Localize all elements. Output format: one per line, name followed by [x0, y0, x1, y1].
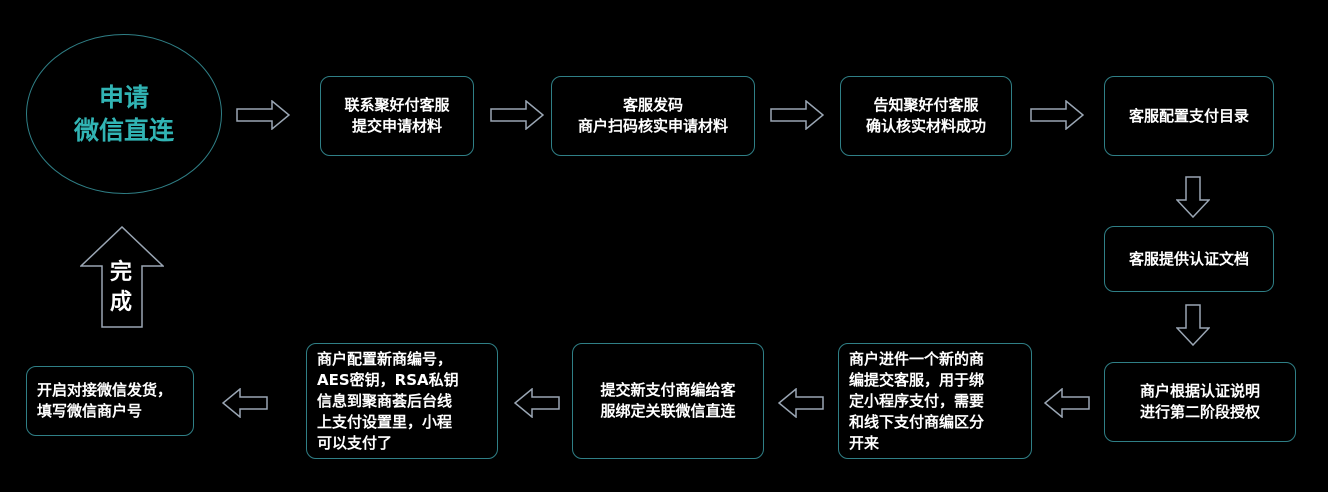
step-6-box: 商户根据认证说明 进行第二阶段授权: [1104, 362, 1296, 442]
arrow-left-icon: [514, 388, 560, 418]
step-8-line1: 提交新支付商编给客: [600, 381, 736, 399]
arrow-up-icon: [80, 226, 164, 328]
step-8-line2: 服绑定关联微信直连: [600, 402, 736, 420]
step-5-box: 客服提供认证文档: [1104, 226, 1274, 292]
step-4-box: 客服配置支付目录: [1104, 76, 1274, 156]
start-label-line1: 申请: [98, 83, 149, 112]
step-10-box: 开启对接微信发货， 填写微信商户号: [26, 366, 194, 436]
step-9-line4: 上支付设置里，小程: [317, 412, 453, 431]
done-label-line2: 成: [109, 290, 132, 315]
step-9-line3: 信息到聚商荟后台线: [317, 391, 453, 410]
start-label-line2: 微信直连: [73, 116, 174, 145]
arrow-down-icon: [1176, 304, 1210, 346]
step-5-line1: 客服提供认证文档: [1128, 249, 1249, 268]
arrow-right-icon: [490, 100, 544, 130]
step-2-box: 客服发码 商户扫码核实申请材料: [551, 76, 755, 156]
step-1-line2: 提交申请材料: [351, 117, 442, 135]
step-9-line1: 商户配置新商编号，: [317, 349, 453, 368]
step-7-line3: 定小程序支付，需要: [849, 391, 985, 410]
step-9-box: 商户配置新商编号， AES密钥，RSA私钥 信息到聚商荟后台线 上支付设置里，小…: [306, 343, 498, 459]
step-6-line2: 进行第二阶段授权: [1139, 403, 1260, 421]
arrow-left-icon: [222, 388, 268, 418]
arrow-left-icon: [778, 388, 824, 418]
step-3-line1: 告知聚好付客服: [873, 96, 979, 114]
arrow-down-icon: [1176, 176, 1210, 218]
step-2-line1: 客服发码: [622, 96, 683, 114]
step-2-line2: 商户扫码核实申请材料: [577, 117, 728, 135]
arrow-right-icon: [1030, 100, 1084, 130]
step-3-box: 告知聚好付客服 确认核实材料成功: [840, 76, 1012, 156]
step-7-line2: 编提交客服，用于绑: [849, 370, 985, 389]
step-1-box: 联系聚好付客服 提交申请材料: [320, 76, 474, 156]
step-10-line1: 开启对接微信发货，: [37, 381, 173, 399]
step-1-line1: 联系聚好付客服: [344, 96, 450, 114]
step-7-line4: 和线下支付商编区分: [849, 412, 985, 431]
step-3-line2: 确认核实材料成功: [865, 117, 986, 135]
step-7-line1: 商户进件一个新的商: [849, 349, 985, 368]
step-8-box: 提交新支付商编给客 服绑定关联微信直连: [572, 343, 764, 459]
step-9-line5: 可以支付了: [317, 433, 393, 452]
step-9-line2: AES密钥，RSA私钥: [317, 370, 459, 389]
arrow-right-icon: [770, 100, 824, 130]
done-label: 完 成: [102, 258, 140, 318]
step-7-box: 商户进件一个新的商 编提交客服，用于绑 定小程序支付，需要 和线下支付商编区分 …: [838, 343, 1032, 459]
arrow-right-icon: [236, 100, 290, 130]
step-10-line2: 填写微信商户号: [37, 402, 143, 420]
step-7-line5: 开来: [849, 433, 880, 452]
step-6-line1: 商户根据认证说明: [1139, 382, 1260, 400]
arrow-left-icon: [1044, 388, 1090, 418]
done-label-line1: 完: [109, 260, 132, 285]
step-4-line1: 客服配置支付目录: [1128, 106, 1249, 125]
start-node: 申请 微信直连: [26, 34, 222, 194]
